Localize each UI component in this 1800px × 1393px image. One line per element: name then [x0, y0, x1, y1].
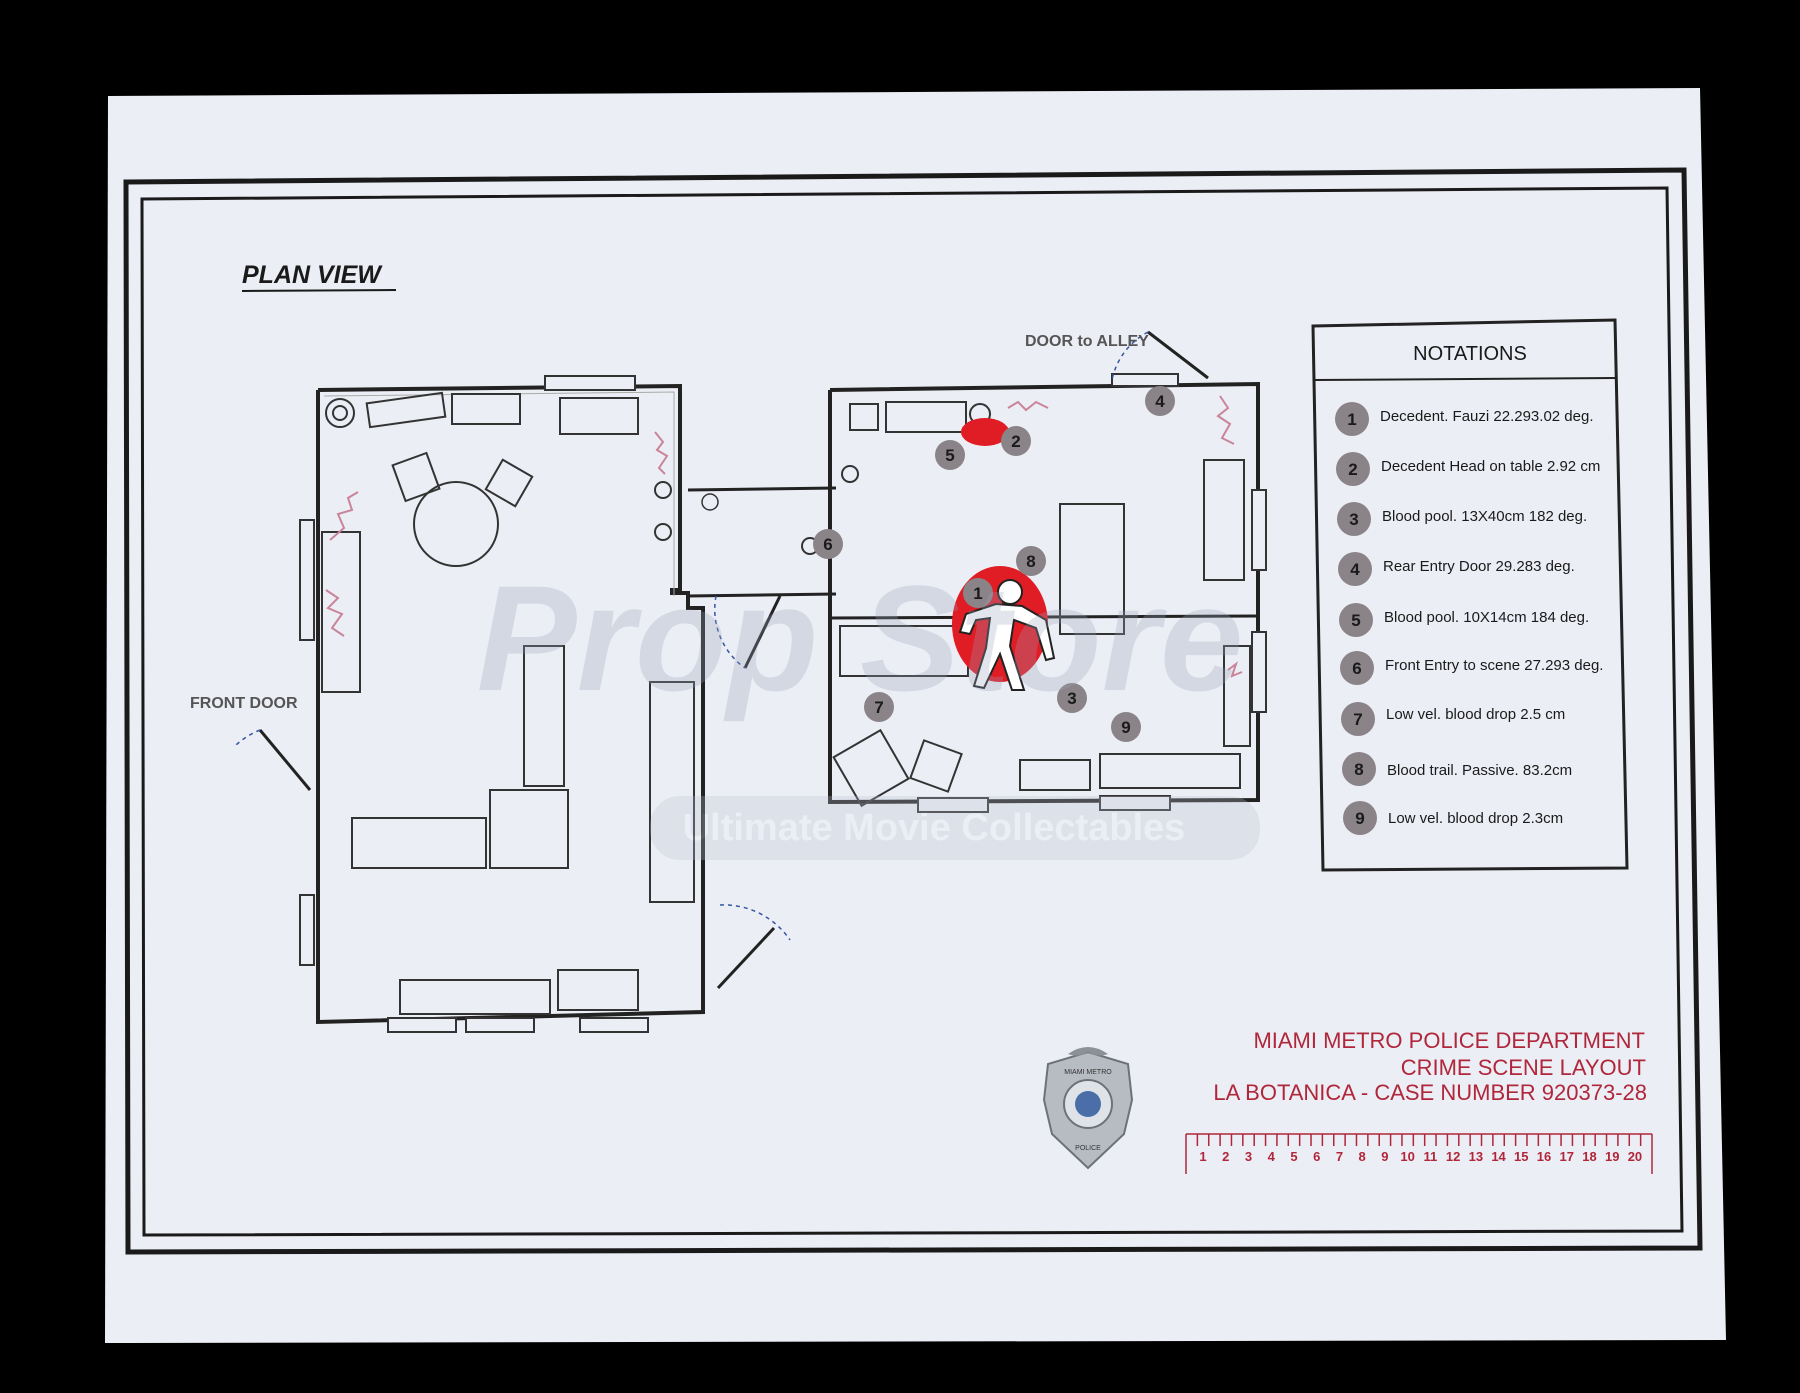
evidence-markers: 1 2 3 4 5 6 7 8 9	[813, 386, 1175, 742]
svg-text:1: 1	[973, 584, 982, 603]
notation-item-2: 2 Decedent Head on table 2.92 cm	[1336, 452, 1600, 486]
blood-pool-head	[961, 418, 1009, 446]
watermark-tagline: Ultimate Movie Collectables	[683, 807, 1186, 849]
marker-9: 9	[1111, 712, 1141, 742]
svg-text:3: 3	[1067, 689, 1076, 708]
ruler-tick-label: 8	[1359, 1149, 1366, 1164]
svg-text:8: 8	[1354, 760, 1363, 779]
svg-text:6: 6	[1352, 659, 1361, 678]
ruler-tick-label: 2	[1222, 1149, 1229, 1164]
notation-list: 1 Decedent. Fauzi 22.293.02 deg. 2 Deceden…	[1335, 402, 1603, 835]
outer-frame	[123, 167, 1703, 1255]
case-number: LA BOTANICA - CASE NUMBER 920373-28	[1213, 1080, 1647, 1105]
ruler-tick-label: 15	[1514, 1149, 1528, 1164]
svg-text:Low vel. blood drop 2.3cm: Low vel. blood drop 2.3cm	[1388, 810, 1563, 827]
inner-frame	[140, 186, 1684, 1237]
left-building	[299, 375, 705, 1033]
plan-view-title: PLAN VIEW	[242, 261, 383, 289]
police-badge-icon: MIAMI METRO POLICE	[1042, 1047, 1134, 1170]
svg-text:Decedent. Fauzi 22.293.02 deg.: Decedent. Fauzi 22.293.02 deg.	[1380, 408, 1594, 425]
ruler-tick-label: 14	[1491, 1149, 1506, 1164]
svg-text:6: 6	[823, 535, 832, 554]
svg-text:5: 5	[945, 446, 954, 465]
notation-item-9: 9 Low vel. blood drop 2.3cm	[1343, 801, 1563, 835]
badge-bottom-text: POLICE	[1075, 1145, 1101, 1152]
side-door-swing	[716, 904, 791, 990]
svg-text:9: 9	[1121, 718, 1130, 737]
svg-text:Low vel. blood drop 2.5 cm: Low vel. blood drop 2.5 cm	[1386, 706, 1565, 723]
svg-text:2: 2	[1011, 432, 1020, 451]
layout-title: CRIME SCENE LAYOUT	[1401, 1055, 1646, 1080]
ruler-tick-label: 19	[1605, 1149, 1619, 1164]
body-outline	[958, 579, 1056, 691]
ruler-tick-label: 5	[1290, 1149, 1297, 1164]
svg-text:Front Entry to scene 27.293 de: Front Entry to scene 27.293 deg.	[1385, 657, 1603, 674]
marker-1: 1	[963, 578, 993, 608]
department-name: MIAMI METRO POLICE DEPARTMENT	[1253, 1028, 1645, 1053]
notation-item-7: 7 Low vel. blood drop 2.5 cm	[1341, 702, 1565, 736]
marker-8: 8	[1016, 546, 1046, 576]
marker-7: 7	[864, 692, 894, 722]
alley-door-swing	[1111, 330, 1209, 381]
notation-item-1: 1 Decedent. Fauzi 22.293.02 deg.	[1335, 402, 1594, 436]
svg-text:9: 9	[1355, 809, 1364, 828]
watermark: Prop Store Ultimate Movie Collectables	[477, 554, 1260, 860]
notation-item-4: 4 Rear Entry Door 29.283 deg.	[1338, 552, 1575, 586]
left-plants	[325, 431, 669, 637]
corridor	[687, 486, 837, 669]
svg-text:8: 8	[1026, 552, 1035, 571]
svg-text:4: 4	[1155, 392, 1165, 411]
notation-item-5: 5 Blood pool. 10X14cm 184 deg.	[1339, 603, 1589, 637]
marker-5: 5	[935, 440, 965, 470]
title-underline	[241, 289, 397, 292]
notation-item-8: 8 Blood trail. Passive. 83.2cm	[1342, 752, 1572, 786]
svg-text:Rear Entry Door 29.283 deg.: Rear Entry Door 29.283 deg.	[1383, 558, 1575, 575]
ruler-tick-label: 1	[1199, 1149, 1206, 1164]
notations-panel: NOTATIONS 1 Decedent. Fauzi 22.293.02 deg…	[1311, 318, 1629, 872]
ruler-tick-label: 10	[1400, 1149, 1414, 1164]
right-plants	[1007, 395, 1243, 678]
svg-text:4: 4	[1350, 560, 1360, 579]
badge-top-text: MIAMI METRO	[1064, 1069, 1112, 1076]
marker-2: 2	[1001, 426, 1031, 456]
ruler-tick-label: 6	[1313, 1149, 1320, 1164]
svg-text:Blood pool. 13X40cm 182 deg.: Blood pool. 13X40cm 182 deg.	[1382, 508, 1587, 525]
ruler-tick-label: 11	[1423, 1149, 1437, 1164]
svg-text:7: 7	[1353, 710, 1362, 729]
svg-text:3: 3	[1349, 510, 1358, 529]
ruler-tick-label: 9	[1381, 1149, 1388, 1164]
ruler-tick-label: 4	[1268, 1149, 1276, 1164]
front-door-swing	[235, 729, 312, 791]
svg-text:Decedent Head on table 2.92 cm: Decedent Head on table 2.92 cm	[1381, 458, 1600, 475]
department-block: MIAMI METRO POLICE DEPARTMENT CRIME SCEN…	[1213, 1028, 1647, 1105]
ruler-tick-label: 7	[1336, 1149, 1343, 1164]
notation-item-6: 6 Front Entry to scene 27.293 deg.	[1340, 651, 1603, 685]
ruler-tick-label: 20	[1628, 1149, 1642, 1164]
notation-item-3: 3 Blood pool. 13X40cm 182 deg.	[1337, 502, 1587, 536]
svg-text:2: 2	[1348, 460, 1357, 479]
front-door-label: FRONT DOOR	[190, 695, 298, 712]
svg-text:5: 5	[1351, 611, 1360, 630]
ruler-tick-label: 12	[1446, 1149, 1460, 1164]
notations-heading: NOTATIONS	[1413, 343, 1527, 365]
ruler-tick-label: 16	[1537, 1149, 1551, 1164]
svg-text:Blood trail. Passive. 83.2cm: Blood trail. Passive. 83.2cm	[1387, 762, 1572, 779]
svg-text:7: 7	[874, 698, 883, 717]
ruler-tick-label: 3	[1245, 1149, 1252, 1164]
ruler-tick-label: 18	[1582, 1149, 1596, 1164]
watermark-brand: Prop Store	[477, 554, 1244, 722]
svg-text:Blood pool. 10X14cm 184 deg.: Blood pool. 10X14cm 184 deg.	[1384, 609, 1589, 626]
marker-6: 6	[813, 529, 843, 559]
ruler-tick-label: 13	[1469, 1149, 1483, 1164]
door-to-alley-label: DOOR to ALLEY	[1025, 333, 1149, 350]
svg-text:1: 1	[1347, 410, 1356, 429]
ruler-tick-label: 17	[1560, 1149, 1574, 1164]
marker-3: 3	[1057, 683, 1087, 713]
marker-4: 4	[1145, 386, 1175, 416]
